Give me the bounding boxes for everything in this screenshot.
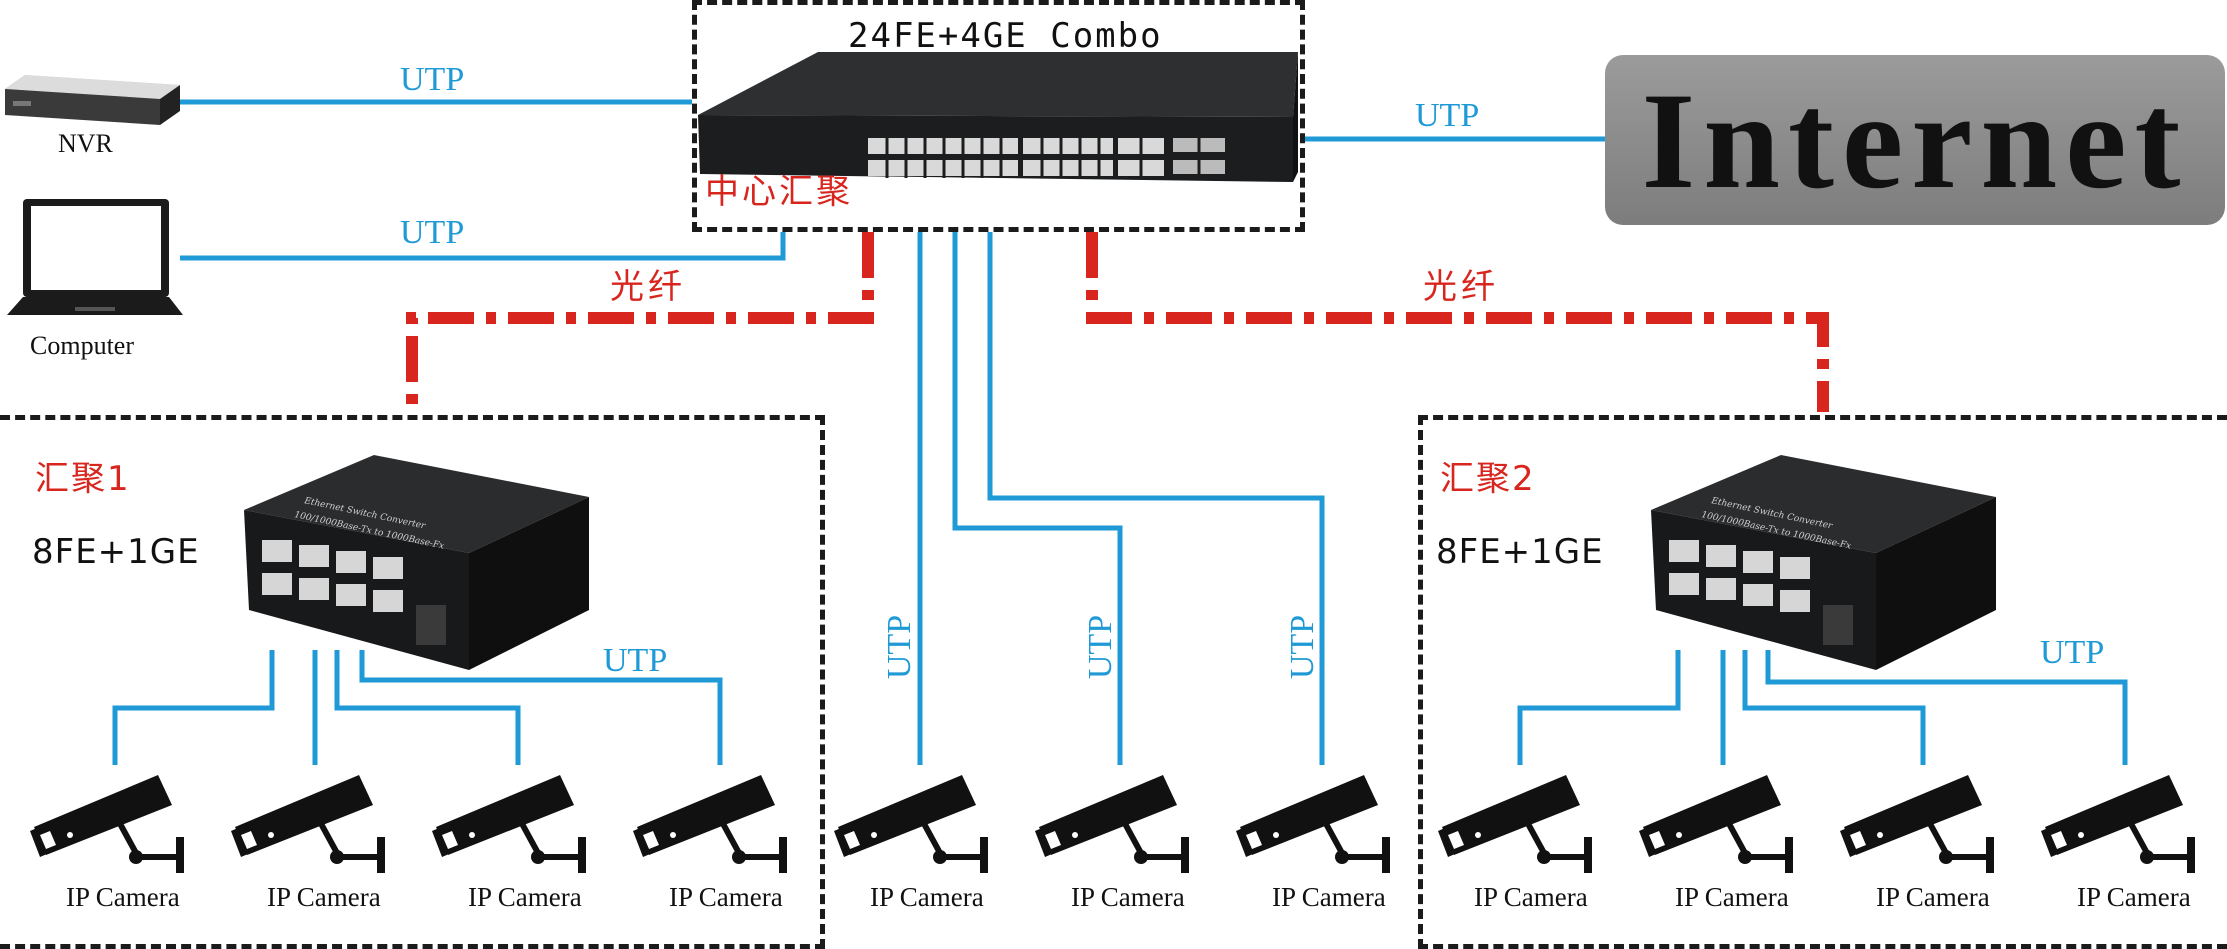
ip-camera-label: IP Camera [468, 882, 582, 912]
utp-link-agg2-cam-1 [1517, 650, 1681, 765]
computer-label: Computer [30, 331, 134, 360]
ip-camera-label: IP Camera [870, 882, 984, 912]
ip-camera-icon [1438, 775, 1608, 875]
ip-camera-label: IP Camera [1675, 882, 1789, 912]
core-switch-title: 24FE+4GE Combo [848, 16, 1163, 56]
ip-camera-label: IP Camera [2077, 882, 2191, 912]
core-switch-box [692, 0, 1305, 232]
utp-label-agg2: UTP [2040, 634, 2105, 671]
utp-label-direct-3: UTP [1284, 614, 1322, 680]
utp-label-direct-1: UTP [881, 614, 919, 680]
fiber-label-right: 光纤 [1423, 267, 1499, 307]
utp-link-agg2-cam-3 [1742, 650, 1926, 765]
ip-camera-icon [30, 775, 200, 875]
ip-camera-label: IP Camera [66, 882, 180, 912]
laptop-icon [7, 199, 183, 315]
internet-cloud: Internet [1605, 55, 2225, 225]
fiber-link-agg2 [1086, 232, 1829, 412]
core-switch-icon [698, 52, 1298, 182]
internet-label: Internet [1641, 63, 2189, 217]
aggregation-2-model: 8FE+1GE [1436, 532, 1604, 572]
ip-camera-label: IP Camera [669, 882, 783, 912]
utp-link-direct-cam-2 [952, 232, 1123, 765]
aggregation-box-1 [0, 415, 825, 949]
ip-camera-icon [633, 775, 803, 875]
utp-label-computer: UTP [400, 214, 465, 251]
nvr-label: NVR [58, 129, 113, 158]
ip-camera-label: IP Camera [1474, 882, 1588, 912]
core-switch-role: 中心汇聚 [705, 172, 853, 212]
utp-link-agg1-cam-3 [334, 650, 521, 765]
ip-camera-icon [1639, 775, 1809, 875]
aggregation-2-name: 汇聚2 [1440, 459, 1536, 499]
media-converter-icon: Ethernet Switch Converter 100/1000Base-T… [1651, 455, 1996, 670]
utp-link-agg1-cam-4 [359, 650, 723, 765]
utp-link-agg1-cam-1 [112, 650, 275, 765]
ip-camera-icon [1236, 775, 1406, 875]
ip-camera-icon [231, 775, 401, 875]
nvr-icon [5, 75, 180, 125]
aggregation-1-model: 8FE+1GE [32, 532, 200, 572]
utp-link-agg2-cam-4 [1765, 650, 2128, 765]
aggregation-1-name: 汇聚1 [35, 459, 131, 499]
ip-camera-label: IP Camera [1876, 882, 1990, 912]
ip-camera-label: IP Camera [1071, 882, 1185, 912]
ip-camera-label: IP Camera [1272, 882, 1386, 912]
ip-camera-icon [1840, 775, 2010, 875]
ip-camera-icon [2041, 775, 2211, 875]
media-converter-icon: Ethernet Switch Converter 100/1000Base-T… [244, 455, 589, 670]
utp-link-computer [180, 232, 786, 261]
fiber-label-left: 光纤 [610, 267, 686, 307]
ip-camera-icon [1035, 775, 1205, 875]
utp-label-nvr: UTP [400, 61, 465, 98]
fiber-link-agg1 [406, 232, 874, 412]
utp-label-internet: UTP [1415, 97, 1480, 134]
utp-label-direct-2: UTP [1082, 614, 1120, 680]
ip-camera-icon [432, 775, 602, 875]
utp-label-agg1: UTP [603, 642, 668, 679]
ip-camera-icon [834, 775, 1004, 875]
aggregation-box-2 [1418, 415, 2227, 949]
ip-camera-label: IP Camera [267, 882, 381, 912]
utp-link-direct-cam-3 [987, 232, 1325, 765]
